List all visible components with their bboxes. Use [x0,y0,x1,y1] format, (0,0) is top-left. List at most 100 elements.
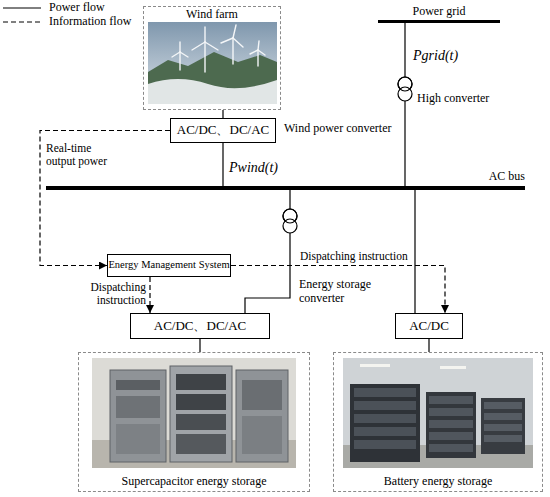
battery-module [484,413,522,420]
flow-label: Dispatching instruction [300,250,408,263]
power-grid-bus: Power grid [378,20,500,23]
ceiling-light [440,366,466,369]
wind-farm-photo [148,22,277,104]
battery-module [484,435,522,442]
transformer-coil [398,77,412,91]
battery-modules [354,388,416,449]
transformer-symbol [283,209,297,233]
flow-label: Pwind(t) [229,160,278,176]
turbine-blade [250,50,258,54]
cabinet-panel [116,380,160,390]
node-text: Wind farm [144,8,280,22]
turbine-blade [179,42,180,52]
converter-box: AC/DC、DC/AC [130,313,270,339]
turbine-blade [192,42,205,50]
legend-sample [3,2,43,14]
turbine-blade [221,38,233,43]
battery-photo [343,358,533,468]
storage-group: Battery energy storage [333,352,543,492]
node-text: Power grid [378,5,500,19]
cabinet [110,370,166,462]
cabinet-panel [242,416,282,454]
wall [92,358,296,468]
management-box: Energy Management System [107,254,231,277]
battery-module [354,427,416,436]
component-label: High converter [417,92,489,106]
converter-box: AC/DC [395,313,463,339]
wind-turbines [172,25,265,72]
flow-label: Real-time output power [46,142,118,168]
cabinet [170,366,232,462]
converter-box: AC/DC、DC/AC [170,118,276,143]
ac-bus: AC bus [46,186,525,190]
wall [343,358,533,468]
cabinet-panel [116,424,160,454]
battery-module [484,402,522,409]
cabinet-panel [242,380,282,410]
turbine-blade [233,38,243,47]
legend-line [3,21,41,22]
legend-row: Power flow [3,0,105,15]
legend-line [3,7,41,8]
turbine-tower [257,50,258,66]
node-text: AC bus [489,170,525,184]
legend-text: Information flow [49,14,131,29]
battery-rack [350,384,420,462]
power-flow-line [222,110,223,118]
wind-farm-group: Wind farm [143,6,281,110]
turbine-tower [232,38,233,64]
battery-module [354,401,416,410]
component-label: Wind power converter [284,122,391,136]
battery-rack [426,392,476,458]
node-text: Energy Management System [108,259,229,271]
transformer-symbol [398,77,412,101]
transformer-coil [283,209,297,223]
turbine-blade [258,41,259,50]
battery-module [354,388,416,397]
battery-modules [484,402,522,442]
battery-module [484,424,522,431]
turbine-blade [204,27,205,42]
power-flow-line [245,190,290,313]
legend-sample [3,16,43,28]
information-flow-line [149,277,150,313]
turbine-blade [180,52,188,57]
power-flow-line [428,339,429,352]
flow-label: Pgrid(t) [413,48,458,64]
node-text: Supercapacitor energy storage [79,475,309,489]
battery-module [354,440,416,449]
power-flow-line [414,190,415,313]
node-text: Battery energy storage [334,475,542,489]
capacitor-module [176,434,226,454]
battery-module [354,414,416,423]
legend-text: Power flow [49,0,105,15]
capacitor-module [176,374,226,390]
turbine-tower [179,52,180,70]
battery-module [429,408,473,416]
battery-modules [429,396,473,452]
node-text: AC/DC [409,319,449,334]
turbine-tower [204,42,205,72]
power-flow-line [199,339,200,352]
cabinet [236,370,288,462]
legend-row: Information flow [3,14,131,29]
node-text: AC/DC、DC/AC [154,319,246,334]
battery-module [429,432,473,440]
power-flow-line [404,23,405,186]
power-flow-line [222,143,223,186]
ceiling-light [360,364,390,367]
information-flow-line [40,131,170,266]
fog [148,79,277,104]
cabinet-panel [116,396,160,418]
battery-rack [481,398,525,454]
flow-label: Dispatching instruction [74,281,146,307]
turbine-blade [172,52,180,57]
turbine-blade [205,42,218,50]
information-flow-line [231,266,445,314]
node-text: AC/DC、DC/AC [177,123,269,138]
battery-module [429,396,473,404]
